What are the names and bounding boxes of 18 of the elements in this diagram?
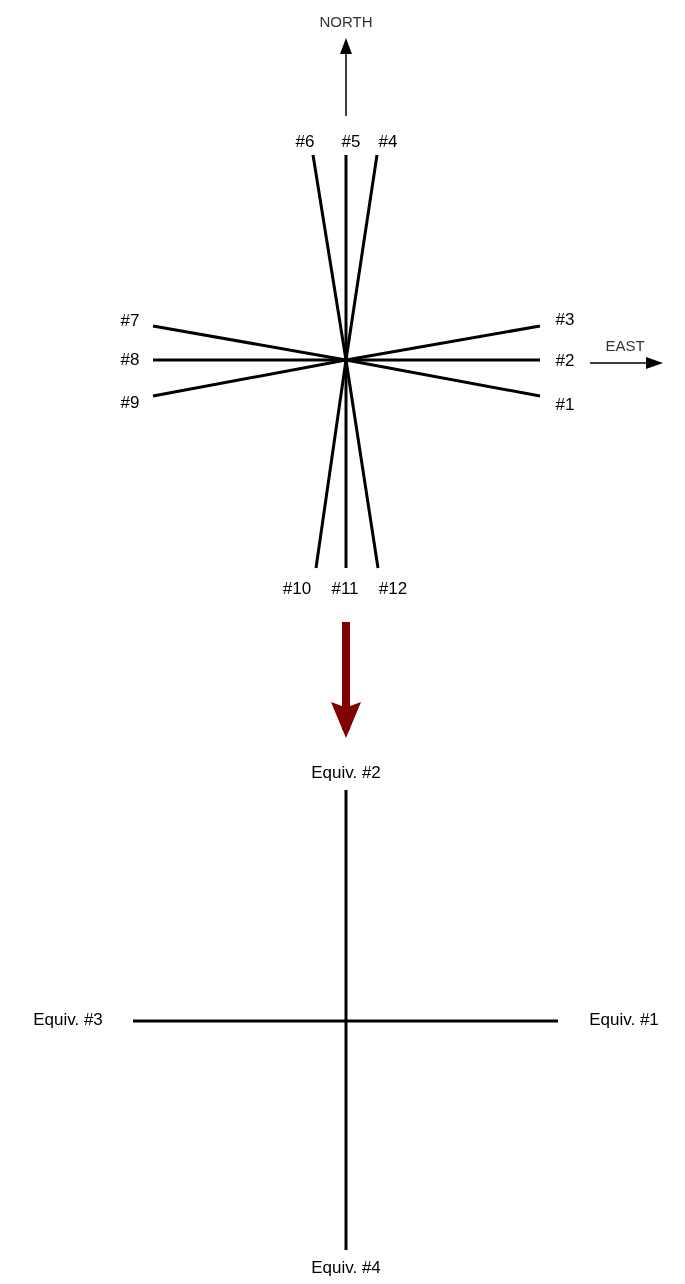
line-label: #11 — [331, 579, 359, 599]
direction-label: NORTH — [319, 13, 373, 31]
line-label: Equiv. #3 — [33, 1010, 103, 1030]
line-label: #6 — [295, 132, 315, 152]
line-label: #3 — [555, 310, 575, 330]
line-label: #10 — [282, 579, 312, 599]
line-label: #8 — [120, 350, 140, 370]
line-label: Equiv. #4 — [311, 1258, 381, 1278]
line-label: #12 — [378, 579, 408, 599]
line-label: #7 — [120, 311, 140, 331]
line-label: Equiv. #1 — [589, 1010, 659, 1030]
line-label: #9 — [120, 393, 140, 413]
direction-label: EAST — [605, 337, 645, 355]
line-label: Equiv. #2 — [311, 763, 381, 783]
line-label: #2 — [555, 351, 575, 371]
line-label: #1 — [555, 395, 575, 415]
line-label: #5 — [341, 132, 361, 152]
line-label: #4 — [378, 132, 398, 152]
